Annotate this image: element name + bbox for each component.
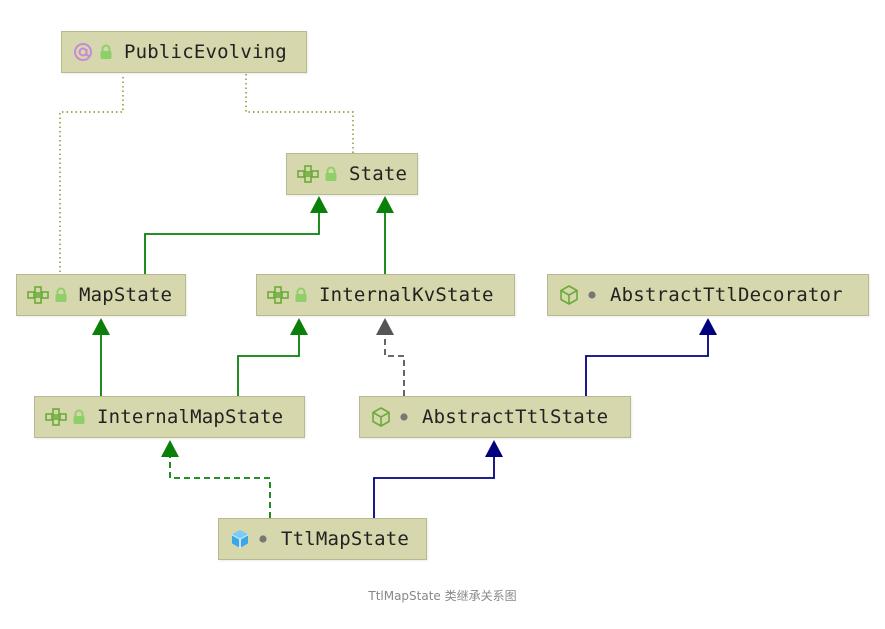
interface-icon	[27, 284, 49, 306]
lock-icon	[71, 408, 87, 426]
node-label: PublicEvolving	[124, 41, 287, 63]
interface-icon	[45, 406, 67, 428]
node-internal-kv-state[interactable]: InternalKvState	[256, 274, 515, 316]
arrowhead-internalmapstate-mapstate	[92, 318, 110, 335]
lock-icon	[323, 165, 339, 183]
node-label: AbstractTtlState	[422, 406, 609, 428]
arrowhead-ttlmapstate-internalmapstate	[161, 440, 179, 457]
node-public-evolving[interactable]: PublicEvolving	[61, 31, 307, 73]
node-map-state[interactable]: MapState	[16, 274, 186, 316]
node-ttl-map-state[interactable]: TtlMapState	[218, 518, 427, 560]
node-label: InternalMapState	[97, 406, 284, 428]
edge-mapstate-state	[144, 212, 320, 274]
node-label: InternalKvState	[319, 284, 494, 306]
arrowhead-abstractttlstate-abstractttldecorator	[699, 318, 717, 335]
package-private-dot-icon	[255, 530, 271, 548]
lock-icon	[98, 43, 114, 61]
node-label: AbstractTtlDecorator	[610, 284, 843, 306]
arrowhead-internalkvstate-state	[376, 196, 394, 213]
abstract-class-icon	[558, 284, 580, 306]
interface-icon	[297, 163, 319, 185]
edge-abstractttlstate-internalkvstate	[384, 334, 405, 396]
arrowhead-abstractttlstate-internalkvstate	[376, 318, 394, 335]
lock-icon	[53, 286, 69, 304]
lock-icon	[293, 286, 309, 304]
edge-ttlmapstate-abstractttlstate	[373, 456, 495, 518]
package-private-dot-icon	[396, 408, 412, 426]
interface-icon	[267, 284, 289, 306]
node-state[interactable]: State	[286, 153, 418, 195]
diagram-caption: TtlMapState 类继承关系图	[368, 589, 517, 603]
arrowhead-mapstate-state	[310, 196, 328, 213]
arrowhead-internalmapstate-internalkvstate	[290, 318, 308, 335]
node-abstract-ttl-state[interactable]: AbstractTtlState	[359, 396, 631, 438]
node-label: TtlMapState	[281, 528, 410, 550]
edge-abstractttlstate-abstractttldecorator	[585, 334, 709, 396]
edge-state-publicevolving	[245, 74, 354, 153]
edge-mapstate-publicevolving	[59, 74, 124, 272]
edge-ttlmapstate-internalmapstate	[169, 456, 271, 518]
edge-internalmapstate-internalkvstate	[237, 334, 300, 396]
node-label: State	[349, 163, 408, 185]
abstract-class-icon	[370, 406, 392, 428]
annotation-icon	[72, 41, 94, 63]
arrowhead-ttlmapstate-abstractttlstate	[485, 440, 503, 457]
class-icon	[229, 528, 251, 550]
node-abstract-ttl-decorator[interactable]: AbstractTtlDecorator	[547, 274, 869, 316]
node-internal-map-state[interactable]: InternalMapState	[34, 396, 305, 438]
node-label: MapState	[79, 284, 173, 306]
package-private-dot-icon	[584, 286, 600, 304]
